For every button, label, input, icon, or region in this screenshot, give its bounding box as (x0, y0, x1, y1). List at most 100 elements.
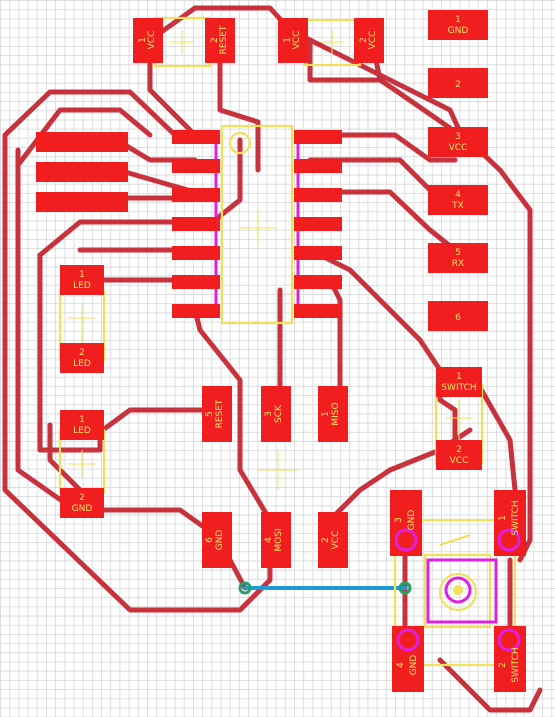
trace[interactable] (37, 252, 103, 453)
pad-number: 1 (138, 37, 148, 43)
trace[interactable] (212, 137, 243, 223)
pad-number: 6 (455, 313, 461, 323)
header-pad-rx[interactable]: 5 RX (428, 243, 488, 273)
pad-number: 1 (456, 372, 462, 382)
pad-number: 4 (396, 662, 406, 668)
header-pad-tx[interactable]: 4 TX (428, 185, 488, 215)
chip-pin[interactable] (294, 246, 342, 260)
pad-vcc-2[interactable]: 2 VCC (436, 440, 482, 470)
pad-number: 1 (498, 515, 508, 521)
header-pad-6[interactable]: 6 (428, 301, 488, 331)
pad-label: SWITCH (511, 500, 521, 535)
pad-number: 5 (455, 248, 461, 258)
pad-gnd-led[interactable]: 2 GND (60, 488, 104, 518)
pad-label: GND (72, 504, 93, 514)
trace[interactable] (457, 129, 533, 563)
trace[interactable] (437, 657, 543, 713)
resonator-pad[interactable] (36, 132, 128, 152)
isp-pad-vcc[interactable]: 2 VCC (318, 512, 348, 568)
chip-pin[interactable] (294, 275, 342, 289)
pad-number: 2 (359, 37, 369, 43)
pad-label: LED (73, 281, 91, 291)
trace[interactable] (307, 277, 343, 393)
pad-label: GND (215, 530, 225, 551)
pad-vcc-2b[interactable]: 2 VCC (354, 18, 384, 63)
pad-number: 6 (205, 537, 215, 543)
pad-label: RX (452, 259, 464, 269)
pad-label: RESET (219, 25, 229, 54)
pad-vcc-1b[interactable]: 1 VCC (278, 18, 308, 63)
chip-pin[interactable] (172, 217, 220, 231)
button-pad-switch-top[interactable]: 1 SWITCH (494, 490, 526, 556)
trace[interactable] (37, 219, 198, 258)
chip-pin[interactable] (294, 159, 342, 173)
isp-pad-reset[interactable]: 5 RESET (202, 386, 232, 442)
pad-led-1[interactable]: 1 LED (60, 265, 104, 295)
pad-number: 3 (394, 517, 404, 523)
pad-number: 1 (283, 37, 293, 43)
pad-label: MISO (331, 402, 341, 425)
pad-label: TX (451, 201, 464, 211)
pad-label: VCC (292, 31, 302, 50)
button-pad-gnd-top[interactable]: 3 GND (390, 490, 422, 556)
pad-switch-1[interactable]: 1 SWITCH (436, 367, 482, 397)
pad-label: VCC (331, 531, 341, 550)
trace[interactable] (217, 37, 261, 173)
chip-pin[interactable] (172, 304, 220, 318)
isp-pad-miso[interactable]: 1 MISO (318, 386, 348, 442)
trace[interactable] (47, 422, 83, 493)
pad-label: GND (407, 510, 417, 531)
pad-label: SWITCH (441, 383, 476, 393)
pad-label: LED (73, 426, 91, 436)
header-pad-gnd[interactable]: 1 GND (428, 10, 488, 40)
pad-number: 4 (455, 190, 461, 200)
pad-led-3[interactable]: 1 LED (60, 410, 104, 440)
chip-pin[interactable] (172, 159, 220, 173)
via[interactable] (238, 581, 252, 595)
trace[interactable] (2, 89, 273, 613)
isp-pad-mosi[interactable]: 4 MOSI (261, 512, 291, 568)
pad-reset-2[interactable]: 2 RESET (205, 18, 235, 63)
pad-vcc-1[interactable]: 1 VCC (133, 18, 163, 63)
pad-number: 2 (456, 445, 462, 455)
pad-label: VCC (449, 143, 468, 153)
trace[interactable] (467, 367, 518, 493)
pad-label: VCC (368, 31, 378, 50)
pad-number: 1 (455, 15, 461, 25)
pad-number: 3 (455, 132, 461, 142)
pad-number: 2 (79, 493, 85, 503)
button-pad-switch-bottom[interactable]: 2 SWITCH (494, 626, 526, 692)
chip-pin[interactable] (294, 188, 342, 202)
chip-pin[interactable] (172, 275, 220, 289)
header-pad-vcc[interactable]: 3 VCC (428, 127, 488, 157)
trace[interactable] (97, 407, 208, 435)
via[interactable] (398, 581, 412, 595)
resonator-pad[interactable] (36, 162, 128, 182)
isp-pad-sck[interactable]: 3 SCK (261, 386, 291, 442)
pad-number: 1 (79, 415, 85, 425)
chip-pin[interactable] (294, 217, 342, 231)
chip-pads-right (294, 130, 342, 318)
pad-number: 3 (264, 411, 274, 417)
isp-pad-gnd[interactable]: 6 GND (202, 512, 232, 568)
trace[interactable] (192, 307, 273, 523)
chip-pin[interactable] (294, 304, 342, 318)
trace[interactable] (122, 142, 198, 163)
pad-number: 2 (210, 37, 220, 43)
pad-number: 2 (321, 537, 331, 543)
pad-number: 2 (498, 662, 508, 668)
trace[interactable] (307, 132, 458, 163)
button-pad-gnd-bottom[interactable]: 4 GND (392, 626, 424, 692)
chip-pin[interactable] (294, 130, 342, 144)
chip-pin[interactable] (172, 130, 220, 144)
chip-pin[interactable] (172, 246, 220, 260)
pad-label: VCC (450, 456, 469, 466)
pad-label: GND (448, 26, 469, 36)
resonator-pad[interactable] (36, 192, 128, 212)
header-pad-2[interactable]: 2 (428, 68, 488, 98)
chip-pin[interactable] (172, 188, 220, 202)
trace[interactable] (307, 189, 458, 253)
pad-led-2[interactable]: 2 LED (60, 343, 104, 373)
